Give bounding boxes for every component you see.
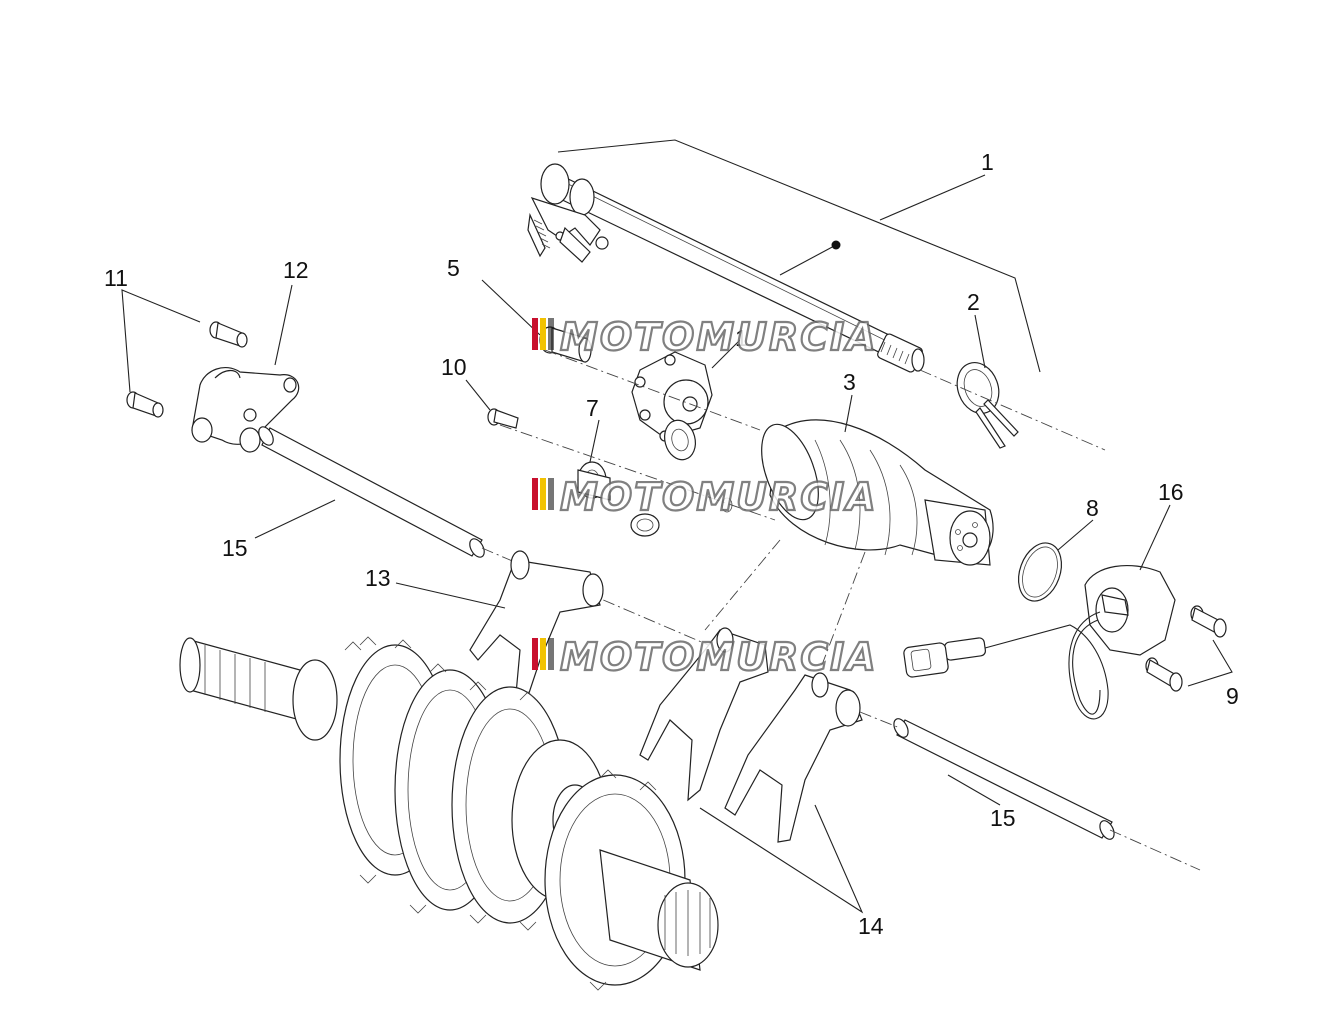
axis-line-low — [499, 424, 776, 521]
leader-3 — [844, 394, 853, 433]
svg-text:MOTOMURCIA: MOTOMURCIA — [560, 475, 878, 519]
axis-line-fork-rod — [859, 711, 901, 729]
callout-15-left: 15 — [222, 535, 248, 561]
callout-10: 10 — [441, 354, 467, 380]
bolt-11-lower — [126, 391, 164, 418]
bolt-11-upper — [209, 321, 248, 348]
leader-16 — [1139, 504, 1171, 571]
callout-8: 8 — [1086, 495, 1099, 521]
callout-16: 16 — [1158, 479, 1184, 505]
gear-sensor-16 — [903, 565, 1176, 720]
leader-2 — [974, 314, 986, 369]
marker-dot — [831, 240, 841, 250]
screw-9-upper — [1190, 605, 1227, 638]
leader-1 — [879, 174, 986, 221]
shift-fork-14b — [724, 672, 863, 843]
svg-text:MOTOMURCIA: MOTOMURCIA — [560, 635, 878, 679]
watermark-bottom: MOTOMURCIA — [532, 634, 878, 680]
selector-shaft — [527, 163, 925, 373]
group-bracket — [557, 139, 1041, 373]
axis-line-top — [919, 369, 1106, 451]
callout-2: 2 — [967, 289, 980, 315]
leader-14 — [699, 804, 864, 914]
leader-10 — [465, 379, 491, 411]
callout-13: 13 — [365, 565, 391, 591]
return-spring — [956, 362, 1019, 449]
shift-fork-14a — [639, 627, 769, 802]
callout-star: 1 — [735, 325, 748, 351]
gear-shift-bracket — [191, 367, 300, 453]
star-plate — [631, 351, 713, 442]
leader-1-dot — [779, 244, 837, 276]
leader-9 — [1187, 639, 1233, 687]
bearing-ring — [664, 419, 696, 461]
axis-fork-b — [819, 551, 866, 671]
svg-text:MOTOMURCIA: MOTOMURCIA — [560, 315, 878, 359]
pin-5 — [539, 326, 592, 363]
axis-line-rod — [481, 547, 721, 651]
axis-line-mid — [544, 349, 761, 431]
callout-5: 5 — [447, 255, 460, 281]
shift-fork-13 — [469, 550, 604, 706]
roller-7 — [577, 461, 611, 501]
callout-12: 12 — [283, 257, 309, 283]
leader-15-left — [254, 499, 336, 539]
watermark-middle: MOTOMURCIA — [532, 474, 878, 520]
leader-11 — [121, 289, 201, 393]
fork-rod-left — [258, 426, 485, 558]
screw-9-lower — [1145, 657, 1183, 692]
callout-11: 11 — [104, 265, 128, 291]
callout-7: 7 — [586, 395, 599, 421]
bolt-10 — [487, 408, 519, 429]
leader-15-right — [947, 774, 1001, 806]
leader-8 — [1057, 519, 1094, 551]
watermark-top: MOTOMURCIA — [532, 314, 878, 360]
callout-1: 1 — [981, 149, 994, 175]
leader-star — [711, 339, 741, 369]
leader-7 — [589, 419, 600, 463]
callout-3: 3 — [843, 369, 856, 395]
fork-rod-right — [893, 718, 1115, 840]
circlip — [630, 513, 660, 537]
selector-drum — [761, 419, 994, 566]
leader-5 — [481, 279, 541, 336]
leader-13 — [395, 582, 506, 609]
gear-cluster — [179, 636, 719, 991]
axis-fork-a — [704, 539, 781, 631]
leader-12 — [274, 284, 293, 366]
callout-9: 9 — [1226, 683, 1239, 709]
callout-14: 14 — [858, 913, 884, 939]
axis-line-rod-right — [1109, 829, 1201, 871]
callout-15-right: 15 — [990, 805, 1016, 831]
